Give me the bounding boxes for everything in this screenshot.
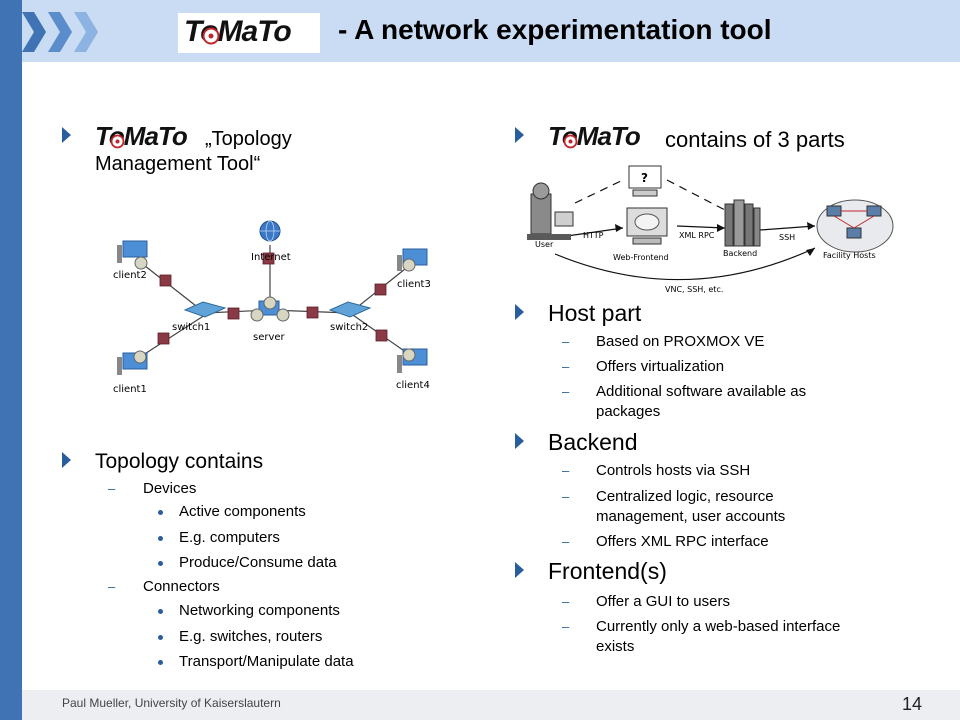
header-logo-text: ToMaTo	[184, 15, 292, 48]
client1-label: client1	[113, 384, 147, 395]
dash-bullet-icon: –	[562, 619, 570, 634]
xml-rpc-label: XML RPC	[679, 231, 715, 240]
topology-diagram: Internet client2 client3 switch1 switch2…	[113, 220, 431, 395]
tomato-wheel-icon	[563, 134, 578, 149]
tomato-wheel-icon	[202, 27, 220, 45]
bullet-arrow-icon	[62, 452, 71, 468]
dash-bullet-icon: –	[562, 359, 570, 374]
unknown-computer-icon: ?	[628, 165, 662, 197]
footer-author: Paul Mueller, University of Kaiserslaute…	[62, 696, 281, 710]
client2-label: client2	[113, 270, 147, 281]
bullet-arrow-icon	[515, 127, 524, 143]
vnc-label: VNC, SSH, etc.	[665, 285, 723, 294]
devices-item: E.g. computers	[179, 529, 280, 546]
backend-heading: Backend	[548, 429, 638, 455]
slide-footer: Paul Mueller, University of Kaiserslaute…	[22, 690, 960, 720]
intro-line2: Management Tool“	[95, 153, 261, 175]
user-icon	[527, 182, 574, 240]
facility-hosts-label: Facility Hosts	[823, 251, 876, 260]
frontend-item: Offer a GUI to users	[596, 593, 730, 610]
switch2-label: switch2	[330, 322, 368, 333]
backend-item: Centralized logic, resource	[596, 488, 774, 505]
host-item: Offers virtualization	[596, 358, 725, 375]
client4-label: client4	[396, 380, 430, 391]
dash-bullet-icon: –	[562, 534, 570, 549]
internet-globe-icon	[259, 220, 281, 242]
dot-bullet-icon	[158, 561, 163, 566]
dash-bullet-icon: –	[108, 579, 116, 594]
switch1-label: switch1	[172, 322, 210, 333]
tomato-wheel-icon	[110, 134, 125, 149]
topology-heading: Topology contains	[95, 450, 264, 473]
client1-computer-icon	[117, 350, 148, 375]
connectors-item: Networking components	[179, 602, 340, 619]
svg-text:?: ?	[641, 171, 648, 185]
slide-title: - A network experimentation tool	[338, 14, 772, 45]
server-label: server	[253, 332, 286, 343]
internet-label: Internet	[251, 252, 291, 263]
page-number: 14	[901, 694, 922, 714]
bullet-arrow-icon	[515, 304, 524, 320]
dot-bullet-icon	[158, 609, 163, 614]
architecture-diagram: ? User HTTP Web-Frontend XML RPC Backend…	[527, 165, 894, 294]
dash-bullet-icon: –	[562, 489, 570, 504]
bullet-arrow-icon	[515, 562, 524, 578]
left-accent-bar	[0, 0, 22, 720]
backend-item: management, user accounts	[596, 508, 786, 525]
dash-bullet-icon: –	[562, 463, 570, 478]
client3-label: client3	[397, 279, 431, 290]
dot-bullet-icon	[158, 660, 163, 665]
dot-bullet-icon	[158, 536, 163, 541]
frontend-item: Currently only a web-based interface	[596, 618, 841, 635]
ssh-label: SSH	[779, 233, 795, 242]
connectors-label: Connectors	[143, 578, 220, 595]
parts-text: contains of 3 parts	[665, 127, 845, 152]
devices-item: Active components	[179, 503, 306, 520]
bullet-arrow-icon	[62, 127, 71, 143]
client2-computer-icon	[117, 240, 148, 270]
devices-item: Produce/Consume data	[179, 554, 337, 571]
connectors-item: E.g. switches, routers	[179, 628, 323, 645]
host-item: Additional software available as	[596, 383, 807, 400]
facility-hosts-cloud-icon	[816, 199, 894, 253]
header-logo: ToMaTo	[178, 13, 320, 53]
dot-bullet-icon	[158, 510, 163, 515]
connectors-item: Transport/Manipulate data	[179, 653, 354, 670]
backend-item: Offers XML RPC interface	[596, 533, 769, 550]
dash-bullet-icon: –	[562, 594, 570, 609]
frontend-heading: Frontend(s)	[548, 558, 667, 584]
client4-computer-icon	[397, 348, 428, 373]
parts-logo-text: ToMaTo	[548, 121, 641, 151]
switch2-icon	[328, 301, 372, 318]
host-item: Based on PROXMOX VE	[596, 333, 765, 350]
dot-bullet-icon	[158, 635, 163, 640]
http-label: HTTP	[583, 231, 604, 240]
web-frontend-icon	[626, 207, 668, 245]
backend-server-icon	[724, 199, 761, 247]
web-frontend-label: Web-Frontend	[613, 253, 669, 262]
host-item: packages	[596, 403, 661, 420]
devices-label: Devices	[143, 480, 197, 497]
client3-computer-icon	[397, 248, 428, 272]
backend-item: Controls hosts via SSH	[596, 462, 751, 479]
intro-line1: „Topology	[205, 128, 292, 150]
user-label: User	[535, 240, 554, 249]
bullet-arrow-icon	[515, 433, 524, 449]
switch1-icon	[183, 301, 227, 318]
server-icon	[250, 296, 290, 322]
host-heading: Host part	[548, 300, 642, 326]
backend-label: Backend	[723, 249, 757, 258]
dash-bullet-icon: –	[562, 334, 570, 349]
dash-bullet-icon: –	[562, 384, 570, 399]
intro-logo-text: ToMaTo	[95, 121, 188, 151]
chevron-decoration-icon	[22, 12, 98, 52]
frontend-item: exists	[596, 638, 635, 655]
dash-bullet-icon: –	[108, 481, 116, 496]
